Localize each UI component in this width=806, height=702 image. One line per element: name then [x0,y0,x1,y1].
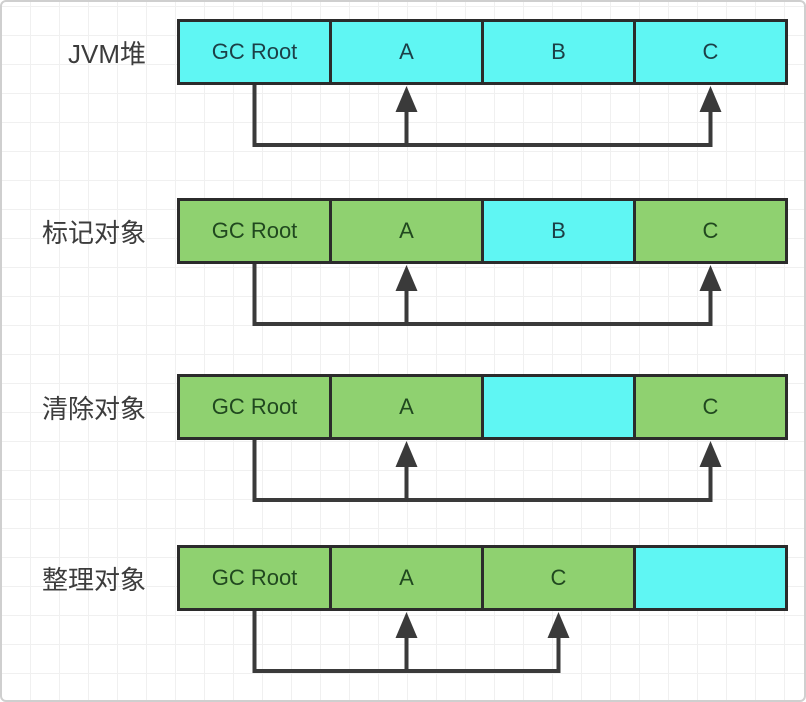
stage-label-row-0: JVM堆 [67,38,146,69]
arrowhead-icon [395,441,418,467]
stage-label-row-3: 整理对象 [41,564,146,595]
arrowhead-icon [395,86,418,112]
gc-root-arrows-row-1 [252,264,722,326]
heap-cell-a-row-3: A [329,545,484,611]
heap-cell-b-row-1: B [481,198,636,264]
arrow-path-row-0 [252,85,713,147]
arrowhead-icon [699,86,722,112]
heap-cell-gc-root-row-1: GC Root [177,198,332,264]
arrowhead-icon [547,612,570,638]
heap-cell-a-row-1: A [329,198,484,264]
arrowhead-icon [699,265,722,291]
heap-cell-c-row-1: C [633,198,788,264]
heap-cell-gc-root-row-3: GC Root [177,545,332,611]
heap-cell-empty-row-2 [481,374,636,440]
heap-cell-c-row-2: C [633,374,788,440]
heap-cell-b-row-0: B [481,19,636,85]
heap-cell-gc-root-row-2: GC Root [177,374,332,440]
gc-root-arrows-row-0 [252,85,722,147]
gc-root-arrows-row-2 [252,440,722,502]
heap-cell-c-row-3: C [481,545,636,611]
heap-cell-empty-row-3 [633,545,788,611]
heap-cell-c-row-0: C [633,19,788,85]
arrowhead-icon [395,612,418,638]
arrowhead-icon [395,265,418,291]
arrowhead-icon [699,441,722,467]
stage-label-row-1: 标记对象 [41,217,146,248]
arrow-path-row-2 [252,440,713,502]
arrow-path-row-3 [252,611,561,673]
heap-cell-a-row-0: A [329,19,484,85]
gc-root-arrows-row-3 [252,611,570,673]
heap-cell-a-row-2: A [329,374,484,440]
heap-cell-gc-root-row-0: GC Root [177,19,332,85]
arrow-path-row-1 [252,264,713,326]
stage-label-row-2: 清除对象 [41,393,146,424]
